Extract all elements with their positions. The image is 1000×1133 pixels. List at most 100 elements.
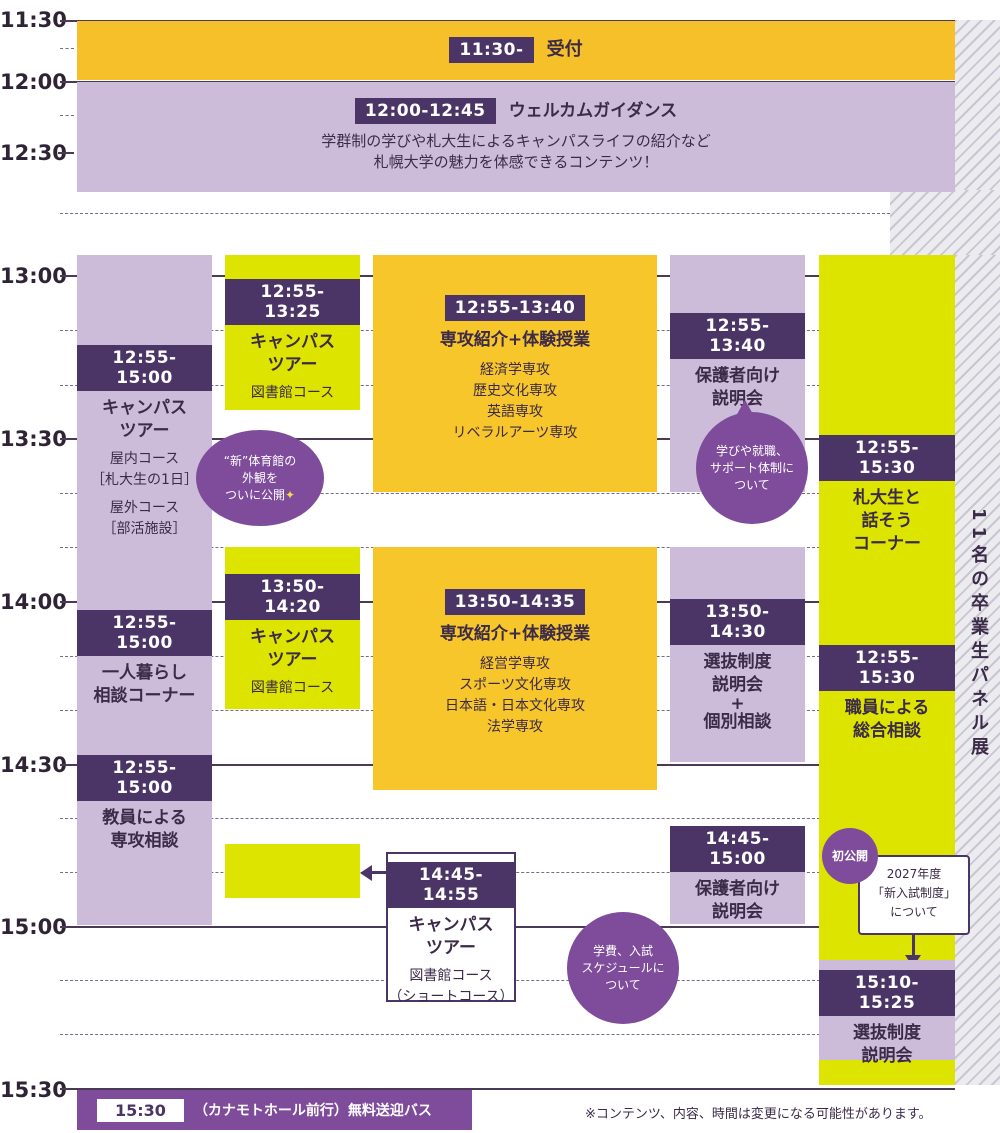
col1-tour-outdoor-sub: ［部活施設］ <box>102 521 187 537</box>
disclaimer-note: ※コンテンツ、内容、時間は変更になる可能性があります。 <box>585 1107 932 1122</box>
new-exam-l3: について <box>890 905 938 919</box>
col3-b-list: 経営学専攻 スポーツ文化専攻 日本語・日本文化専攻 法学専攻 <box>373 654 657 738</box>
time-label-1230: 12:30 <box>0 141 67 165</box>
col5-a-title3: コーナー <box>853 534 921 554</box>
col1-tour-time: 12:55-15:00 <box>77 345 212 391</box>
col2-tour2-title2: ツアー <box>267 650 318 670</box>
col3-a-item: 歴史文化専攻 <box>473 383 557 399</box>
gridline-1530 <box>60 1088 955 1090</box>
time-label-1530: 15:30 <box>0 1078 67 1102</box>
gridline-1345 <box>60 493 820 494</box>
col3-b-item: 法学専攻 <box>487 719 543 735</box>
time-label-1500: 15:00 <box>0 915 67 939</box>
col3-block-a: 12:55-13:40 専攻紹介+体験授業 経済学専攻 歴史文化専攻 英語専攻 … <box>373 255 657 492</box>
col1-life-title2: 相談コーナー <box>93 686 196 706</box>
col4-b-title3: + <box>730 694 745 714</box>
col1-faculty-time: 12:55-15:00 <box>77 755 212 801</box>
time-label-1130: 11:30 <box>0 8 67 32</box>
col4-a-time: 12:55-13:40 <box>670 313 805 359</box>
gridline-1215 <box>60 115 74 116</box>
col3-b-item: 経営学専攻 <box>480 656 550 672</box>
col2-tour2-block: 13:50-14:20 キャンパス ツアー 図書館コース <box>225 547 360 709</box>
col5-a-time: 12:55-15:30 <box>819 435 955 481</box>
time-label-1430: 14:30 <box>0 753 67 777</box>
bus-bar: 15:30 （カナモトホール前行）無料送迎バス <box>77 1090 472 1130</box>
gridline-1245 <box>60 213 890 214</box>
col1-life-title1: 一人暮らし <box>102 663 187 683</box>
col5-block-c: 15:10-15:25 選抜制度 説明会 <box>819 960 955 1066</box>
first-release-badge: 初公開 <box>822 828 878 884</box>
col5-b-title2: 総合相談 <box>853 721 921 741</box>
col1-tour-outdoor: 屋外コース <box>109 500 180 516</box>
col1-faculty-title2: 専攻相談 <box>110 831 179 851</box>
fee-bubble-l3: ついて <box>605 977 641 992</box>
fee-bubble-l2: スケジュールに <box>581 960 665 975</box>
col1-tour-title2: ツアー <box>119 421 170 441</box>
col3-a-item: リベラルアーツ専攻 <box>452 425 578 441</box>
col4-c-title2: 説明会 <box>712 902 763 922</box>
col3-block-b: 13:50-14:35 専攻紹介+体験授業 経営学専攻 スポーツ文化専攻 日本語… <box>373 547 657 790</box>
gym-bubble-l1: “新”体育館の <box>223 453 297 468</box>
col5-a-title2: 話そう <box>861 511 913 531</box>
bus-label: （カナモトホール前行）無料送迎バス <box>193 1103 432 1119</box>
gridline-1440 <box>60 818 820 819</box>
new-exam-arrow-line <box>912 935 915 957</box>
col3-b-title: 専攻紹介+体験授業 <box>439 624 591 644</box>
short-tour-time: 14:45-14:55 <box>388 862 514 908</box>
col4-b-time: 13:50-14:30 <box>670 599 805 645</box>
col2-tour1-sub: 図書館コース <box>250 385 335 401</box>
fee-bubble: 学費、入試 スケジュールに ついて <box>567 912 679 1024</box>
welcome-block: 12:00-12:45 ウェルカムガイダンス 学群制の学びや札大生によるキャンパ… <box>77 82 955 192</box>
sparkle-icon: ✦ <box>284 487 296 502</box>
gym-bubble-l2: 外観を <box>241 470 278 485</box>
gridline-1520 <box>60 1034 820 1035</box>
gym-bubble-l3: ついに公開 <box>224 487 285 502</box>
support-bubble-l3: ついて <box>734 477 770 492</box>
col4-b-title4: 個別相談 <box>703 712 772 732</box>
col3-a-time: 12:55-13:40 <box>444 295 586 321</box>
col3-b-item: スポーツ文化専攻 <box>459 677 571 693</box>
reception-time-badge: 11:30- <box>449 37 534 63</box>
col2-tour2-title1: キャンパス <box>250 627 335 647</box>
support-bubble-l1: 学びや就職、 <box>715 443 788 458</box>
col1-tour-indoor-sub: ［札大生の1日］ <box>91 472 198 488</box>
support-bubble-l2: サポート体制に <box>709 460 794 475</box>
first-release-label: 初公開 <box>831 848 868 863</box>
col2-tour2-time: 13:50-14:20 <box>225 574 360 620</box>
col3-a-title: 専攻紹介+体験授業 <box>439 330 591 350</box>
bus-time: 15:30 <box>97 1098 184 1122</box>
col3-b-item: 日本語・日本文化専攻 <box>445 698 585 714</box>
col4-c-time: 14:45-15:00 <box>670 826 805 872</box>
col1-life-time: 12:55-15:00 <box>77 610 212 656</box>
short-tour-arrow-line <box>372 871 386 874</box>
col5-c-title2: 説明会 <box>861 1046 913 1066</box>
time-label-1400: 14:00 <box>0 590 67 614</box>
gridline-1145 <box>60 48 74 49</box>
col3-a-item: 英語専攻 <box>487 404 543 420</box>
col4-block-c: 14:45-15:00 保護者向け 説明会 <box>670 826 805 924</box>
time-label-1200: 12:00 <box>0 70 67 94</box>
col5-block: 12:55-15:30 札大生と 話そう コーナー 12:55-15:30 職員… <box>819 255 955 1085</box>
new-exam-l2: 「新入試制度」 <box>871 886 956 900</box>
support-bubble: 学びや就職、 サポート体制に ついて <box>696 412 808 524</box>
time-label-1300: 13:00 <box>0 264 67 288</box>
col4-b-title2: 説明会 <box>712 675 763 695</box>
col2-tour1-time: 12:55-13:25 <box>225 279 360 325</box>
short-tour-box: 14:45-14:55 キャンパス ツアー 図書館コース （ショートコース） <box>386 852 516 1005</box>
col3-b-time: 13:50-14:35 <box>444 589 586 615</box>
col2-tour1-title2: ツアー <box>267 355 318 375</box>
col5-c-time: 15:10-15:25 <box>819 970 955 1016</box>
col5-b-title1: 職員による <box>844 698 930 718</box>
col3-a-item: 経済学専攻 <box>480 362 550 378</box>
col1-tour-title1: キャンパス <box>102 398 187 418</box>
short-tour-title2: ツアー <box>426 938 476 958</box>
new-exam-box: 2027年度 「新入試制度」 について <box>858 855 970 935</box>
col1-faculty-title1: 教員による <box>102 808 187 828</box>
col2-tour1-block: 12:55-13:25 キャンパス ツアー 図書館コース <box>225 255 360 410</box>
col1-tour-indoor: 屋内コース <box>109 451 180 467</box>
time-label-1330: 13:30 <box>0 427 67 451</box>
panel-exhibition-label: 11名の卒業生パネル展 <box>968 508 989 762</box>
reception-label: 受付 <box>546 39 583 60</box>
col1-block: 12:55-15:00 キャンパス ツアー 屋内コース ［札大生の1日］ 屋外コ… <box>77 255 212 925</box>
panel-hatch-body <box>955 255 1000 1085</box>
